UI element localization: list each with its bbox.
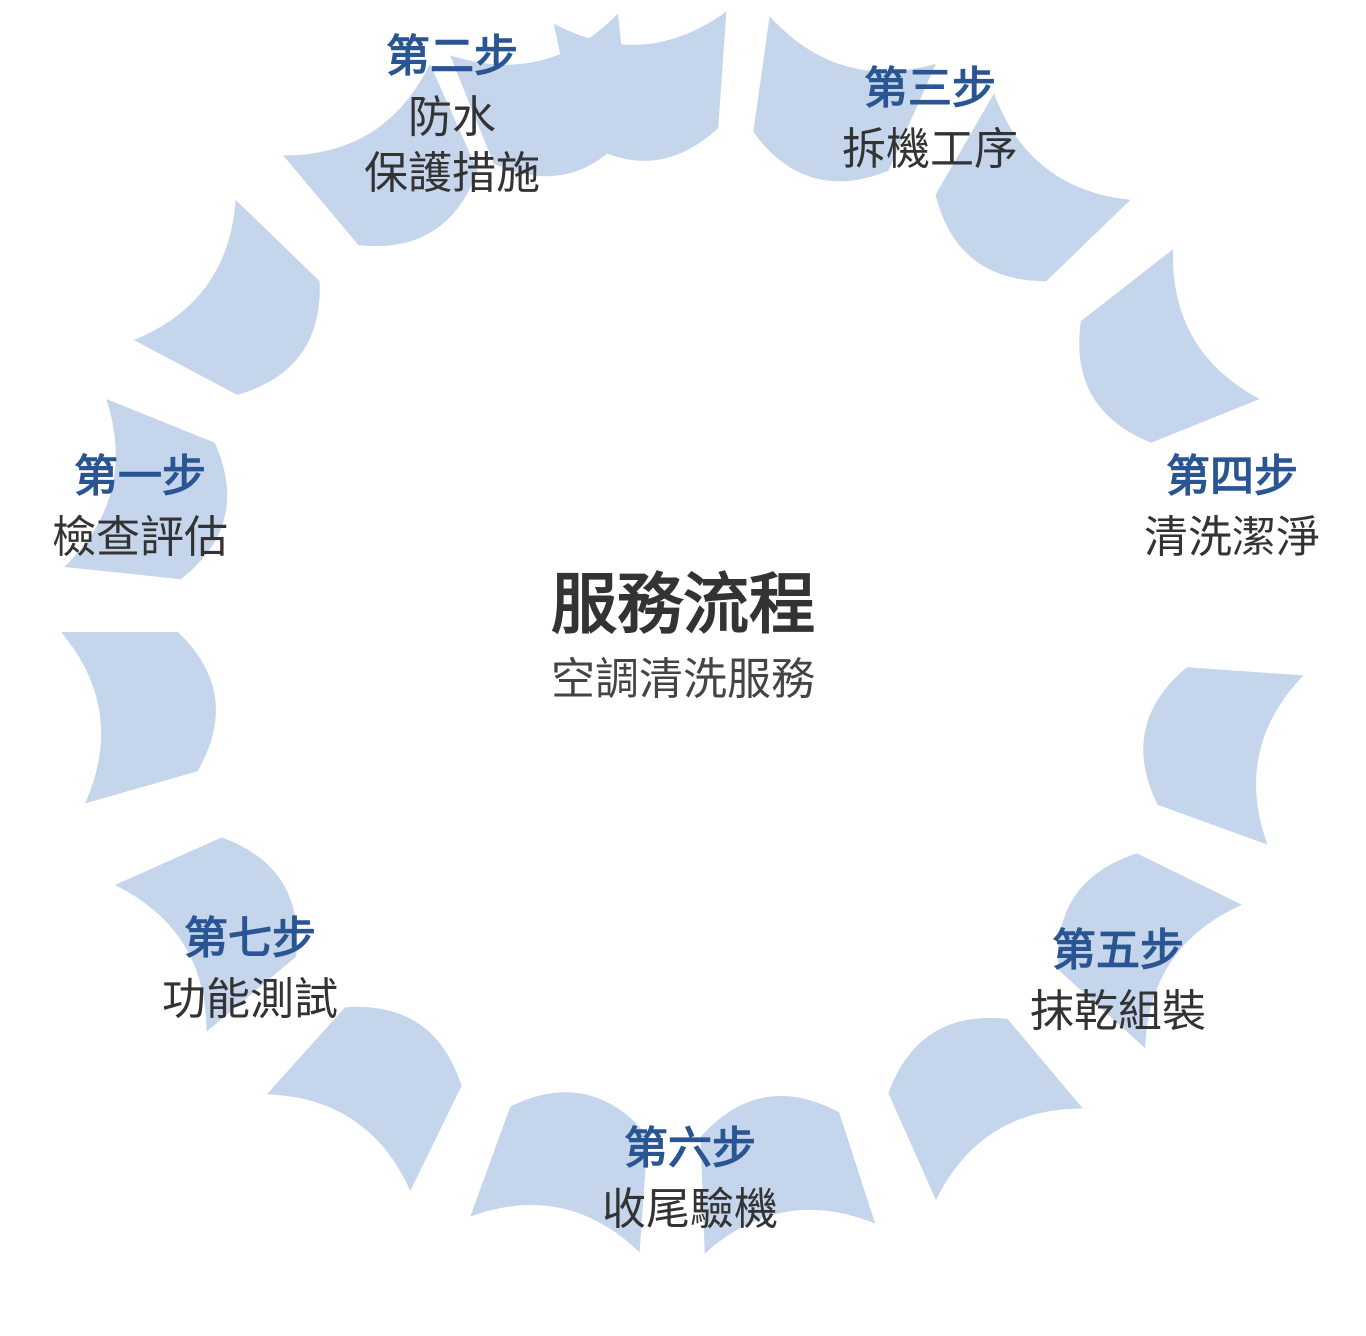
ring-segment — [1079, 249, 1260, 443]
step-7: 第七步 功能測試 — [162, 906, 338, 1028]
center-block: 服務流程 空調清洗服務 — [551, 560, 815, 710]
step-4: 第四步 清洗潔淨 — [1144, 444, 1320, 566]
ring-segment — [1143, 667, 1304, 845]
step-2-name: 防水 保護措施 — [364, 92, 540, 199]
step-4-label: 第四步 — [1166, 451, 1298, 502]
step-5-name: 抹乾組裝 — [1030, 986, 1206, 1037]
step-1-label: 第一步 — [74, 451, 206, 502]
step-3: 第三步 拆機工序 — [842, 56, 1018, 178]
step-1: 第一步 檢查評估 — [52, 444, 228, 566]
ring-segment — [114, 837, 298, 1032]
step-5: 第五步 抹乾組裝 — [1030, 918, 1206, 1040]
ring-segment — [450, 13, 631, 177]
ring-segment — [700, 1095, 876, 1254]
step-6: 第六步 收尾驗機 — [602, 1116, 778, 1238]
ring-segment — [888, 1017, 1083, 1201]
step-1-name: 檢查評估 — [52, 512, 228, 563]
step-3-name: 拆機工序 — [842, 124, 1018, 175]
ring-segment — [266, 1006, 462, 1191]
step-3-label: 第三步 — [864, 63, 996, 114]
diagram-title: 服務流程 — [551, 566, 815, 643]
step-6-label: 第六步 — [624, 1123, 756, 1174]
step-7-label: 第七步 — [184, 913, 316, 964]
step-2: 第二步 防水 保護措施 — [364, 24, 540, 202]
ring-segment — [470, 1092, 648, 1253]
ring-segment — [133, 199, 320, 395]
step-7-name: 功能測試 — [162, 974, 338, 1025]
ring-segment — [283, 63, 478, 247]
step-5-label: 第五步 — [1052, 925, 1184, 976]
ring-segment — [1057, 853, 1242, 1049]
ring-segment — [61, 632, 216, 804]
step-2-label: 第二步 — [386, 31, 518, 82]
diagram-subtitle: 空調清洗服務 — [551, 654, 815, 705]
ring-segment — [753, 16, 936, 182]
ring-segment — [64, 399, 228, 580]
step-4-name: 清洗潔淨 — [1144, 512, 1320, 563]
step-6-name: 收尾驗機 — [602, 1184, 778, 1235]
ring-segment — [935, 93, 1131, 282]
